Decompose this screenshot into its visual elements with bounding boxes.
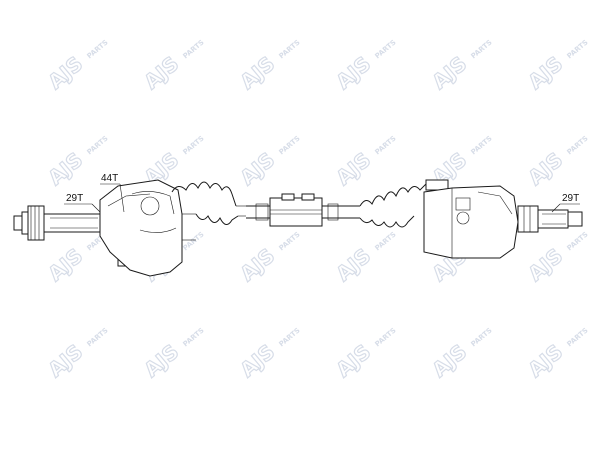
- svg-text:PARTS: PARTS: [374, 326, 398, 348]
- svg-text:PARTS: PARTS: [470, 38, 494, 60]
- svg-text:AJS: AJS: [139, 51, 183, 93]
- svg-text:PARTS: PARTS: [182, 326, 206, 348]
- svg-text:PARTS: PARTS: [374, 230, 398, 252]
- outer-teeth-label: 44T: [101, 173, 118, 184]
- drive-shaft: [13, 179, 583, 277]
- svg-text:AJS: AJS: [235, 243, 279, 285]
- outer-stub-shaft: [13, 205, 101, 241]
- svg-text:PARTS: PARTS: [566, 38, 590, 60]
- svg-text:PARTS: PARTS: [182, 230, 206, 252]
- svg-text:AJS: AJS: [235, 51, 279, 93]
- svg-text:PARTS: PARTS: [278, 326, 302, 348]
- svg-text:AJS: AJS: [523, 147, 567, 189]
- inner-cv-joint: [423, 179, 519, 259]
- svg-text:AJS: AJS: [427, 51, 471, 93]
- annotations: [64, 183, 580, 213]
- svg-text:PARTS: PARTS: [278, 230, 302, 252]
- main-shaft: [246, 193, 360, 227]
- svg-text:AJS: AJS: [427, 339, 471, 381]
- svg-text:AJS: AJS: [523, 243, 567, 285]
- svg-text:PARTS: PARTS: [374, 134, 398, 156]
- svg-text:AJS: AJS: [331, 243, 375, 285]
- svg-text:PARTS: PARTS: [86, 38, 110, 60]
- svg-text:AJS: AJS: [43, 243, 87, 285]
- svg-text:AJS: AJS: [235, 147, 279, 189]
- svg-text:AJS: AJS: [523, 51, 567, 93]
- svg-text:AJS: AJS: [43, 339, 87, 381]
- svg-text:AJS: AJS: [43, 147, 87, 189]
- outer-boot: [171, 181, 246, 225]
- svg-text:AJS: AJS: [331, 339, 375, 381]
- svg-text:PARTS: PARTS: [86, 134, 110, 156]
- svg-text:PARTS: PARTS: [278, 38, 302, 60]
- svg-text:PARTS: PARTS: [566, 326, 590, 348]
- svg-text:AJS: AJS: [139, 339, 183, 381]
- svg-text:PARTS: PARTS: [566, 230, 590, 252]
- svg-text:PARTS: PARTS: [182, 38, 206, 60]
- outer-spline-label: 29T: [66, 193, 83, 204]
- inner-boot: [359, 183, 427, 228]
- outer-cv-joint: [99, 179, 196, 277]
- inner-stub-shaft: [517, 205, 583, 233]
- svg-text:PARTS: PARTS: [86, 326, 110, 348]
- inner-spline-label: 29T: [562, 193, 579, 204]
- svg-text:AJS: AJS: [235, 339, 279, 381]
- svg-text:AJS: AJS: [523, 339, 567, 381]
- svg-text:AJS: AJS: [43, 51, 87, 93]
- svg-text:PARTS: PARTS: [278, 134, 302, 156]
- svg-text:PARTS: PARTS: [470, 326, 494, 348]
- svg-text:AJS: AJS: [331, 147, 375, 189]
- svg-text:PARTS: PARTS: [566, 134, 590, 156]
- svg-text:PARTS: PARTS: [374, 38, 398, 60]
- svg-text:AJS: AJS: [331, 51, 375, 93]
- svg-text:PARTS: PARTS: [470, 134, 494, 156]
- svg-text:PARTS: PARTS: [182, 134, 206, 156]
